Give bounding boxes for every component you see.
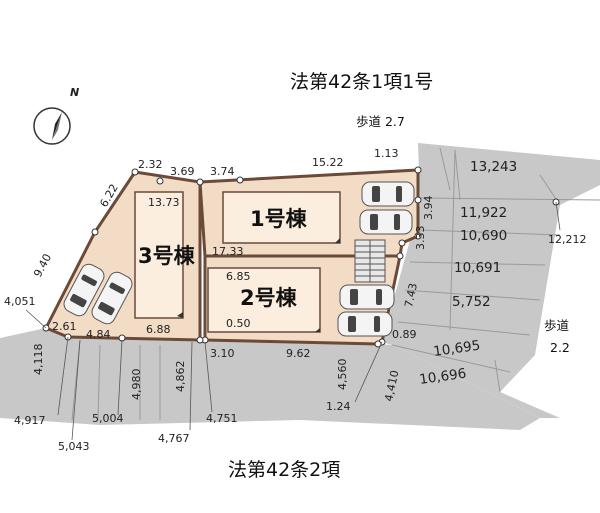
car-2a xyxy=(339,284,395,310)
dim-2-61: 2.61 xyxy=(52,320,77,333)
car-1a xyxy=(361,181,415,207)
car-1b xyxy=(359,209,413,235)
dim-3-94: 3.94 xyxy=(422,196,435,221)
rw-4917: 4,917 xyxy=(14,414,46,427)
dim-2-32: 2.32 xyxy=(138,158,163,171)
dim-17-33: 17.33 xyxy=(212,245,244,258)
entrance-stairs xyxy=(354,239,386,283)
rw-4767: 4,767 xyxy=(158,432,190,445)
rw-5004: 5,004 xyxy=(92,412,124,425)
rw-4980: 4,980 xyxy=(130,369,143,401)
dim-3-69: 3.69 xyxy=(170,165,195,178)
lot-10696: 10,696 xyxy=(418,366,467,388)
car-2b xyxy=(337,311,393,337)
rw-12212: 12,212 xyxy=(548,233,587,246)
dim-6-88: 6.88 xyxy=(146,323,171,336)
rw-5043: 5,043 xyxy=(58,440,90,453)
neighbor-lot-numbers: 13,243 11,922 10,690 10,691 5,752 10,695… xyxy=(418,159,517,388)
building-footprints xyxy=(134,191,341,333)
lot-10695: 10,695 xyxy=(432,338,481,360)
rw-4862: 4,862 xyxy=(174,361,187,393)
dim-4-84: 4.84 xyxy=(86,328,111,341)
rw-4118: 4,118 xyxy=(32,344,45,376)
main-road xyxy=(382,143,600,418)
dim-13-73: 13.73 xyxy=(148,196,180,209)
rw-4410: 4,410 xyxy=(382,369,401,403)
north-compass: N xyxy=(33,86,79,145)
car-3b xyxy=(91,271,133,325)
entrance-markers xyxy=(177,238,340,332)
dim-9-62: 9.62 xyxy=(286,347,311,360)
lot-10690: 10,690 xyxy=(460,228,507,244)
dim-9-40: 9.40 xyxy=(31,252,54,280)
road-widths: 4,051 4,118 4,917 5,043 5,004 4,980 4,86… xyxy=(4,233,587,453)
road-label-bottom: 法第42条2項 xyxy=(228,459,340,481)
lot-11922: 11,922 xyxy=(460,205,507,221)
lot-5752: 5,752 xyxy=(452,294,491,310)
dim-3-33: 3.33 xyxy=(414,226,427,251)
road-label-top: 法第42条1項1号 xyxy=(290,71,433,93)
bottom-road xyxy=(0,328,540,430)
walkway-top: 歩道 2.7 xyxy=(356,114,405,129)
dim-1-24: 1.24 xyxy=(326,400,351,413)
rw-4751: 4,751 xyxy=(206,412,238,425)
dim-0-50: 0.50 xyxy=(226,317,251,330)
lot-10691: 10,691 xyxy=(454,260,501,276)
rw-4051: 4,051 xyxy=(4,295,36,308)
dim-6-85: 6.85 xyxy=(226,270,251,283)
building-3-label: 3号棟 xyxy=(138,244,196,268)
lot-13243: 13,243 xyxy=(470,159,517,175)
parking-cars xyxy=(63,181,415,337)
road-areas xyxy=(0,143,600,430)
walkway-right-2: 2.2 xyxy=(550,340,570,355)
dim-1-13: 1.13 xyxy=(374,147,399,160)
building-2-label: 2号棟 xyxy=(240,286,298,310)
walkway-right-1: 歩道 xyxy=(544,318,570,333)
leader-lines xyxy=(25,201,561,441)
dim-0-89: 0.89 xyxy=(392,328,417,341)
neighbor-lot-lines xyxy=(71,147,600,421)
dim-15-22: 15.22 xyxy=(312,156,344,169)
dim-3-74: 3.74 xyxy=(210,165,235,178)
dim-7-43: 7.43 xyxy=(402,282,420,309)
car-3a xyxy=(63,263,105,317)
rw-4560: 4,560 xyxy=(336,359,349,391)
dim-3-10: 3.10 xyxy=(210,347,235,360)
building-1-label: 1号棟 xyxy=(250,207,308,231)
compass-label: N xyxy=(70,86,79,99)
